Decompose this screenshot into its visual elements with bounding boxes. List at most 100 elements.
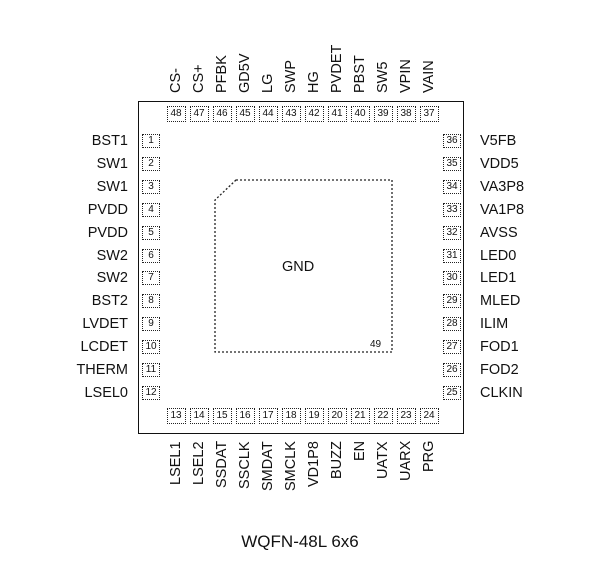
pin-pad-38: 38 <box>396 106 416 122</box>
pin-pad-18: 18 <box>281 408 301 424</box>
exposed-pad-shape <box>214 179 393 353</box>
pin-label-24: PRG <box>421 441 437 473</box>
pin-label-20: BUZZ <box>329 441 345 479</box>
pin-pad-36: 36 <box>443 134 461 148</box>
pin-label-18: SMCLK <box>283 441 299 491</box>
pin-label-9: LVDET <box>82 316 128 333</box>
package-caption: WQFN-48L 6x6 <box>241 532 359 551</box>
pin-label-1: BST1 <box>91 133 128 149</box>
pin-pad-6: 6 <box>142 248 160 263</box>
pin-pad-15: 15 <box>212 408 232 424</box>
pin-label-23: UARX <box>398 441 414 482</box>
pin-label-5: PVDD <box>87 224 128 241</box>
pin-label-17: SMDAT <box>260 441 276 491</box>
pin-label-34: VA3P8 <box>480 178 525 195</box>
pin-label-32: AVSS <box>480 224 518 241</box>
pin-label-25: CLKIN <box>480 384 523 401</box>
pin-label-26: FOD2 <box>480 362 519 378</box>
pin-pad-16: 16 <box>235 408 255 424</box>
pin-pad-21: 21 <box>350 408 370 424</box>
pin-pad-42: 42 <box>304 106 324 122</box>
pin-pad-14: 14 <box>189 408 209 424</box>
pin-pad-43: 43 <box>281 106 301 122</box>
pin-pad-32: 32 <box>443 225 461 240</box>
pin-label-21: EN <box>352 441 368 462</box>
pin-pad-30: 30 <box>443 271 461 286</box>
pin-label-43: SWP <box>283 59 299 93</box>
pin-pad-35: 35 <box>443 156 461 171</box>
pin-pad-7: 7 <box>142 271 160 286</box>
pin-pad-12: 12 <box>142 385 160 400</box>
pin-label-33: VA1P8 <box>480 201 525 218</box>
pin-pad-22: 22 <box>373 408 393 424</box>
pin-pad-3: 3 <box>142 179 160 194</box>
pin-pad-46: 46 <box>212 106 232 122</box>
package-outline <box>138 101 464 434</box>
pin-pad-25: 25 <box>443 385 461 400</box>
pin-label-12: LSEL0 <box>84 384 128 401</box>
exposed-pad-label: GND <box>282 259 315 275</box>
pin-pad-39: 39 <box>373 106 393 122</box>
pin-label-41: PVDET <box>329 44 345 93</box>
pin-label-28: ILIM <box>480 316 509 333</box>
pin-label-2: SW1 <box>96 155 128 172</box>
pin-label-47: CS+ <box>191 64 207 93</box>
pin-pad-48: 48 <box>166 106 186 122</box>
pin-label-14: LSEL2 <box>191 441 207 485</box>
pin-pad-2: 2 <box>142 156 160 171</box>
pin-label-22: UATX <box>375 441 391 479</box>
pin-pad-33: 33 <box>443 202 461 217</box>
pin-label-29: MLED <box>480 293 521 310</box>
pin-pad-23: 23 <box>396 408 416 424</box>
pin-pad-5: 5 <box>142 225 160 240</box>
pin-pad-26: 26 <box>443 363 461 377</box>
pin-pad-8: 8 <box>142 294 160 309</box>
pin-pad-40: 40 <box>350 106 370 122</box>
pin-label-30: LED1 <box>480 270 517 287</box>
pin-label-31: LED0 <box>480 247 517 264</box>
exposed-pad-number: 49 <box>370 339 382 350</box>
pin-pad-1: 1 <box>142 134 160 148</box>
pin-label-37: VAIN <box>421 60 437 93</box>
pin-label-39: SW5 <box>375 61 391 93</box>
pin-label-35: VDD5 <box>480 155 519 172</box>
pin-pad-13: 13 <box>166 408 186 424</box>
pin-pad-41: 41 <box>327 106 347 122</box>
pin-pad-20: 20 <box>327 408 347 424</box>
pin-label-44: LG <box>260 73 276 93</box>
pin-pad-28: 28 <box>443 317 461 332</box>
pin-label-40: PBST <box>352 55 368 93</box>
pin-pad-44: 44 <box>258 106 278 122</box>
pin-label-8: BST2 <box>91 293 128 310</box>
pin-label-36: V5FB <box>480 133 517 149</box>
pin-pad-17: 17 <box>258 408 278 424</box>
pin-label-38: VPIN <box>398 59 414 93</box>
pin-pad-47: 47 <box>189 106 209 122</box>
pin-label-27: FOD1 <box>480 339 519 356</box>
pin-label-13: LSEL1 <box>168 441 184 485</box>
pin-pad-9: 9 <box>142 317 160 332</box>
pin-pad-4: 4 <box>142 202 160 217</box>
pin-pad-24: 24 <box>419 408 439 424</box>
pin-label-16: SSCLK <box>237 441 253 489</box>
pin-pad-37: 37 <box>419 106 439 122</box>
pin-label-7: SW2 <box>96 270 128 287</box>
pin-pad-45: 45 <box>235 106 255 122</box>
pin-pad-34: 34 <box>443 179 461 194</box>
pin-label-19: VD1P8 <box>306 441 322 487</box>
pin-label-15: SSDAT <box>214 441 230 489</box>
pin-label-10: LCDET <box>80 339 128 356</box>
pin-pad-19: 19 <box>304 408 324 424</box>
pin-label-42: HG <box>306 71 322 93</box>
pin-label-45: GD5V <box>237 53 253 94</box>
pin-label-6: SW2 <box>96 247 128 264</box>
pin-label-11: THERM <box>76 362 128 378</box>
pin-label-46: PFBK <box>214 55 230 93</box>
pin-label-4: PVDD <box>87 201 128 218</box>
pin-pad-11: 11 <box>142 363 160 377</box>
pin-label-48: CS- <box>168 68 184 93</box>
pin-pad-29: 29 <box>443 294 461 309</box>
pin-pad-31: 31 <box>443 248 461 263</box>
